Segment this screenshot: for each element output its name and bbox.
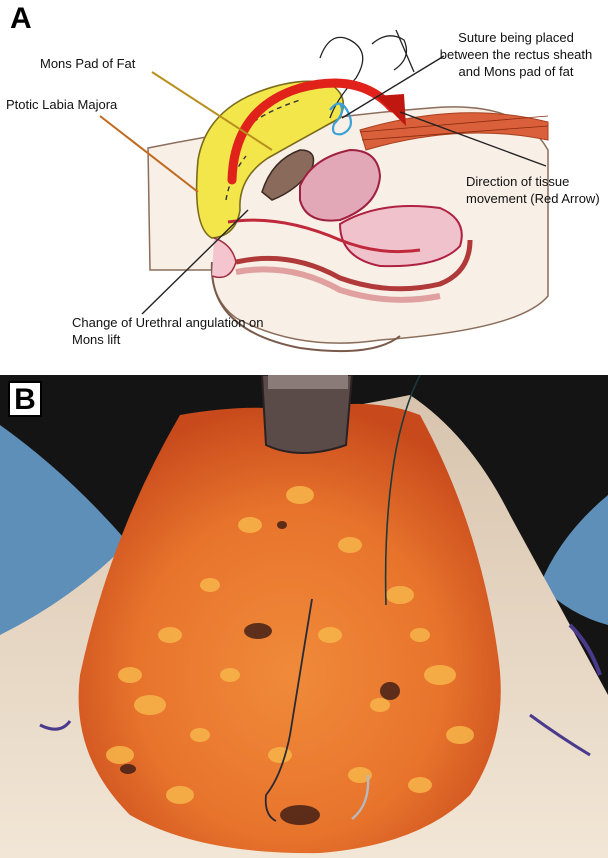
panel-label-a: A bbox=[10, 2, 32, 36]
direction-label: Direction of tissue movement (Red Arrow) bbox=[466, 173, 606, 207]
mons-pad-label: Mons Pad of Fat bbox=[40, 55, 135, 72]
urethral-label: Change of Urethral angulation on Mons li… bbox=[72, 314, 292, 348]
panel-label-b: B bbox=[8, 381, 42, 417]
panel-b-photo: B bbox=[0, 375, 608, 858]
panel-a-diagram: A Mons Pad of Fat Ptotic Labia Majora Su… bbox=[0, 0, 608, 368]
ptotic-labia-label: Ptotic Labia Majora bbox=[6, 96, 117, 113]
uterus bbox=[340, 206, 462, 266]
suture-label: Suture being placed between the rectus s… bbox=[432, 29, 600, 80]
surgical-photo bbox=[0, 375, 608, 858]
